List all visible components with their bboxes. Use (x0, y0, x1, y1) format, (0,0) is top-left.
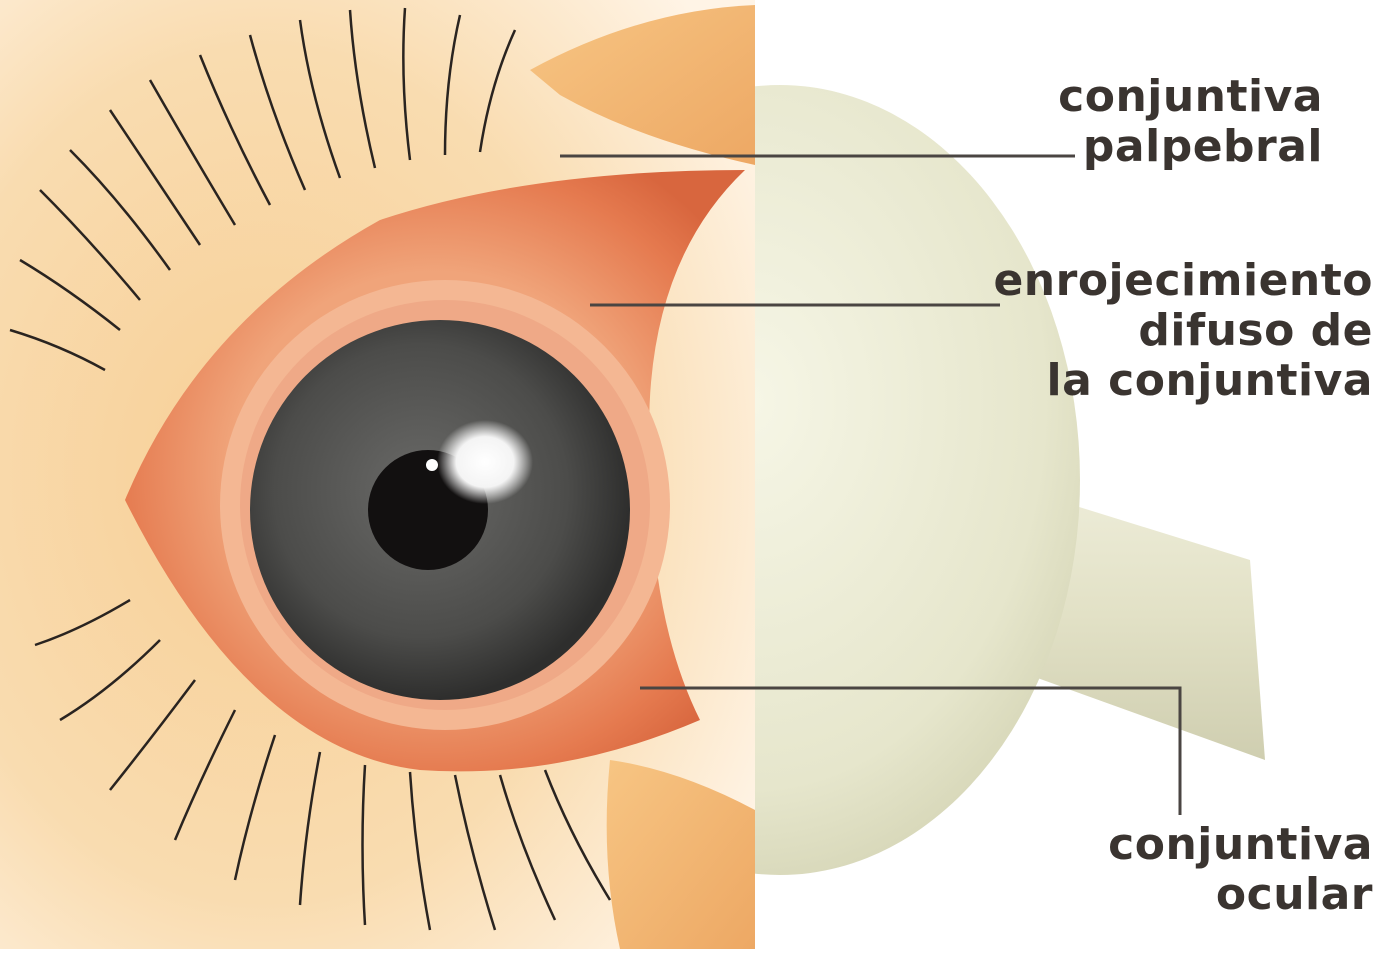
corneal-reflection (437, 420, 533, 504)
label-enrojecimiento-line3: la conjuntiva (993, 356, 1373, 406)
label-conjuntiva-ocular: conjuntiva ocular (1108, 820, 1373, 920)
label-ocular-line2: ocular (1108, 870, 1373, 920)
label-conjuntiva-palpebral: conjuntiva palpebral (1058, 72, 1323, 172)
label-enrojecimiento-difuso: enrojecimiento difuso de la conjuntiva (993, 256, 1373, 406)
pupil-highlight (426, 459, 438, 471)
label-ocular-line1: conjuntiva (1108, 820, 1373, 870)
label-enrojecimiento-line1: enrojecimiento (993, 256, 1373, 306)
label-palpebral-line2: palpebral (1058, 122, 1323, 172)
label-palpebral-line1: conjuntiva (1058, 72, 1323, 122)
label-enrojecimiento-line2: difuso de (993, 306, 1373, 356)
